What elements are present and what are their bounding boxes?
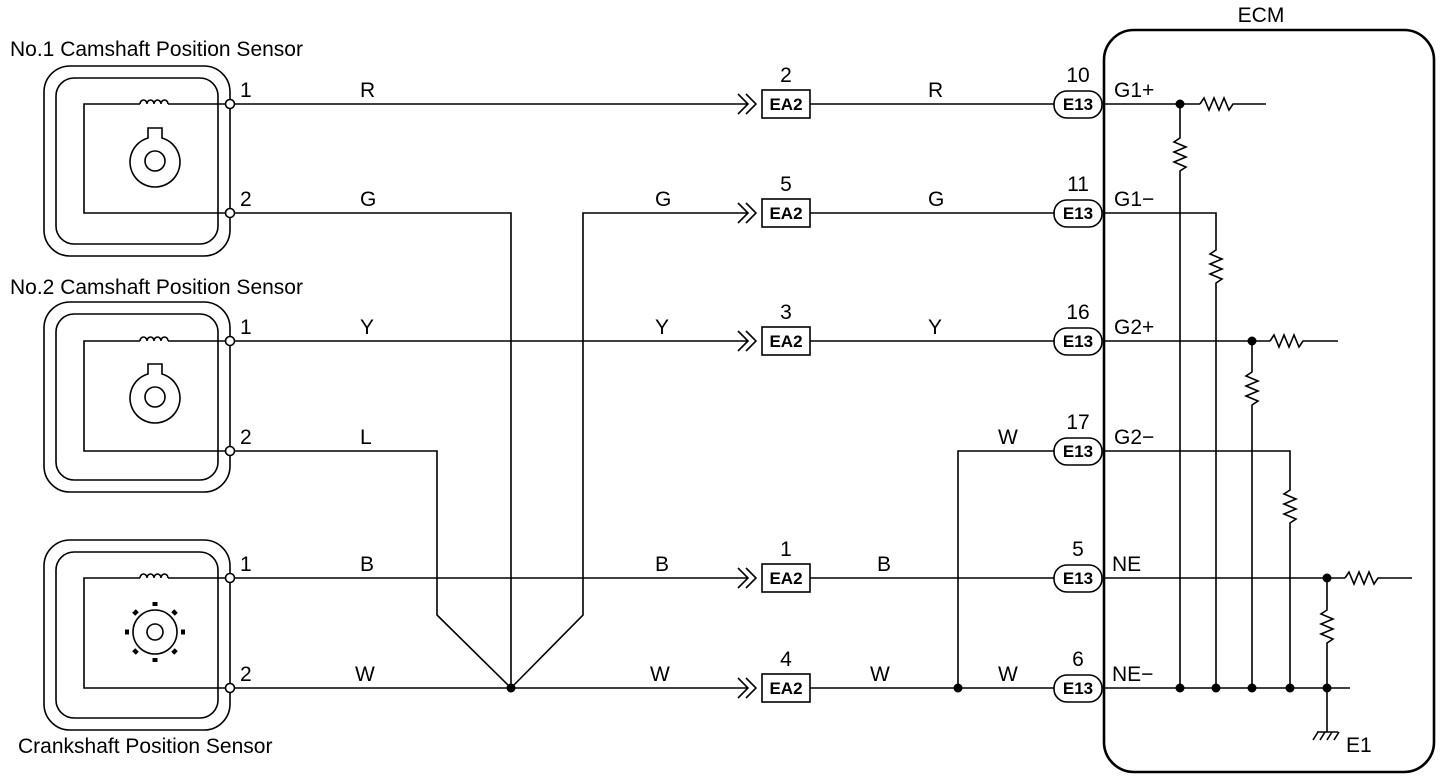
wire-color-label: L	[360, 426, 372, 449]
ea2-pin-number: 5	[780, 173, 792, 196]
crank-sensor-title: Crankshaft Position Sensor	[18, 735, 272, 758]
e13-label: E13	[1063, 204, 1093, 223]
coil-icon	[139, 573, 169, 579]
ground-icon	[1312, 688, 1340, 741]
gear-icon	[125, 602, 185, 662]
cam2-pin1: 1	[240, 316, 252, 339]
ea2-connectors	[737, 89, 811, 703]
wire-color-label: W	[998, 426, 1018, 449]
e13-label: E13	[1063, 332, 1093, 351]
wire-color-label: B	[360, 553, 374, 576]
wire-color-label: W	[870, 663, 890, 686]
ea2-label: EA2	[769, 332, 802, 351]
cam1-sensor-title: No.1 Camshaft Position Sensor	[10, 38, 303, 61]
wire-color-label: R	[360, 79, 375, 102]
signal-label: G1+	[1114, 79, 1154, 102]
ecm-internal-circuit	[1104, 95, 1412, 741]
signal-label: G1−	[1114, 188, 1154, 211]
signal-label: NE	[1112, 553, 1141, 576]
cam2-sensor-title: No.2 Camshaft Position Sensor	[10, 276, 303, 299]
wire-color-label: B	[655, 553, 669, 576]
crank-pin2: 2	[240, 663, 252, 686]
e13-pin-number: 16	[1066, 301, 1089, 324]
e13-pin-number: 17	[1066, 411, 1089, 434]
ecm-box	[1102, 28, 1436, 774]
ea2-label: EA2	[769, 569, 802, 588]
e13-connectors	[1053, 90, 1103, 703]
ground-label: E1	[1346, 734, 1372, 757]
ea2-pin-number: 3	[780, 301, 792, 324]
wire-color-label: B	[877, 553, 891, 576]
ecm-feed-wires	[810, 103, 1054, 693]
crank-pin1: 1	[240, 553, 252, 576]
signal-label: NE−	[1112, 663, 1153, 686]
harness-wires	[235, 103, 748, 693]
cam1-pin1: 1	[240, 79, 252, 102]
e13-pin-number: 6	[1072, 648, 1084, 671]
e13-pin-number: 5	[1072, 538, 1084, 561]
cam2-sensor: 1 2	[43, 301, 252, 493]
cam2-pin2: 2	[240, 426, 252, 449]
ea2-label: EA2	[769, 679, 802, 698]
wire-color-label: Y	[360, 316, 374, 339]
crank-sensor: 1 2	[43, 539, 252, 731]
wire-color-label: G	[655, 188, 671, 211]
wire-color-label: W	[355, 663, 375, 686]
coil-icon	[139, 336, 169, 342]
e13-label: E13	[1063, 569, 1093, 588]
camshaft-rotor-icon	[129, 127, 181, 188]
ea2-pin-number: 2	[780, 64, 792, 87]
ea2-label: EA2	[769, 95, 802, 114]
ea2-label: EA2	[769, 204, 802, 223]
e13-pin-number: 10	[1066, 64, 1089, 87]
wire-color-label: Y	[655, 316, 669, 339]
wire-color-label: R	[928, 79, 943, 102]
ea2-pin-number: 4	[780, 648, 792, 671]
cam1-pin2: 2	[240, 188, 252, 211]
wire-color-label: W	[650, 663, 670, 686]
cam1-sensor: 1 2	[43, 65, 252, 257]
e13-label: E13	[1063, 95, 1093, 114]
e13-label: E13	[1063, 679, 1093, 698]
signal-label: G2−	[1114, 426, 1154, 449]
ecm-title: ECM	[1238, 4, 1285, 27]
wire-color-label: G	[360, 188, 376, 211]
e13-label: E13	[1063, 442, 1093, 461]
camshaft-rotor-icon	[129, 363, 181, 424]
wire-color-label: W	[998, 663, 1018, 686]
wire-color-label: G	[928, 188, 944, 211]
wire-color-label: Y	[928, 316, 942, 339]
coil-icon	[139, 99, 169, 105]
ea2-pin-number: 1	[780, 538, 792, 561]
signal-label: G2+	[1114, 316, 1154, 339]
e13-pin-number: 11	[1067, 173, 1089, 196]
